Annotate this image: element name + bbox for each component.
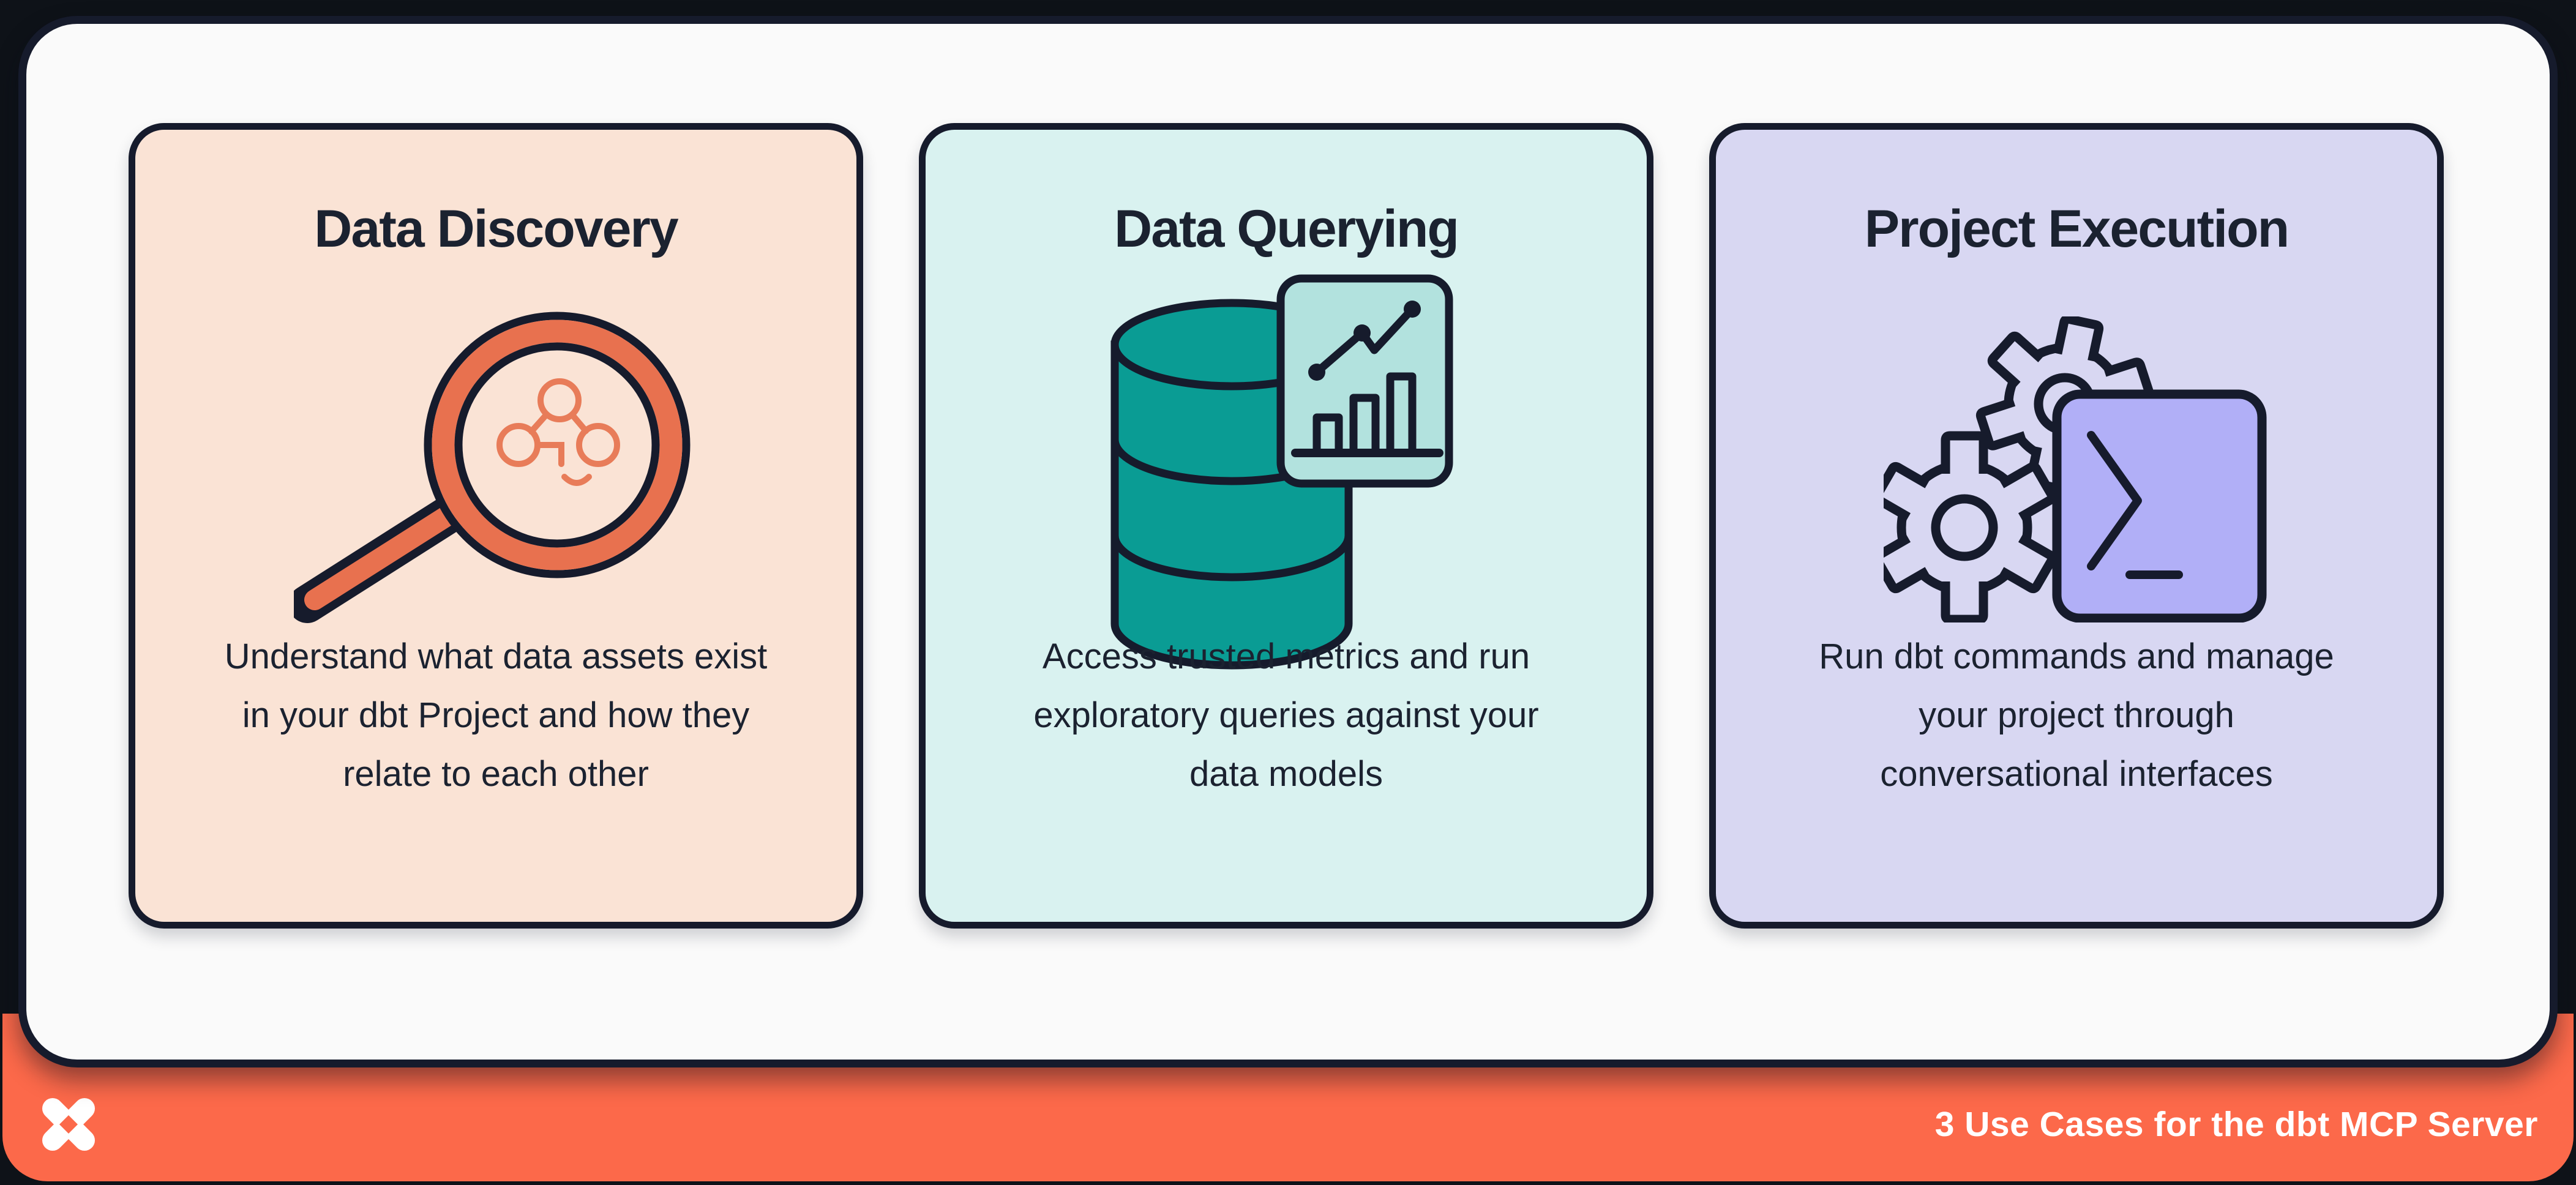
gears-terminal-icon (1884, 316, 2267, 622)
card-title: Data Querying (1114, 200, 1459, 258)
card-description: Understand what data assets exist in you… (224, 637, 768, 794)
card-icon-area (1716, 274, 2437, 665)
card-data-discovery: Data Discovery (129, 123, 863, 929)
card-title: Project Execution (1864, 200, 2290, 258)
database-chart-icon (1110, 274, 1453, 669)
footer-content: 3 Use Cases for the dbt MCP Server (2, 1067, 2574, 1181)
magnifier-lineage-icon (294, 312, 691, 623)
card-project-execution: Project Execution (1709, 123, 2444, 929)
card-icon-area (135, 274, 856, 665)
card-data-querying: Data Querying (919, 123, 1653, 929)
card-icon-area (926, 274, 1647, 669)
card-description: Access trusted metrics and run explorato… (1033, 637, 1539, 794)
card-description: Run dbt commands and manage your project… (1819, 637, 2334, 794)
footer-title: 3 Use Cases for the dbt MCP Server (1934, 1105, 2538, 1144)
card-title: Data Discovery (314, 200, 678, 258)
gear-large (1884, 431, 2057, 622)
card-row: Data Discovery (129, 123, 2444, 929)
dbt-logo-icon (42, 1098, 95, 1151)
